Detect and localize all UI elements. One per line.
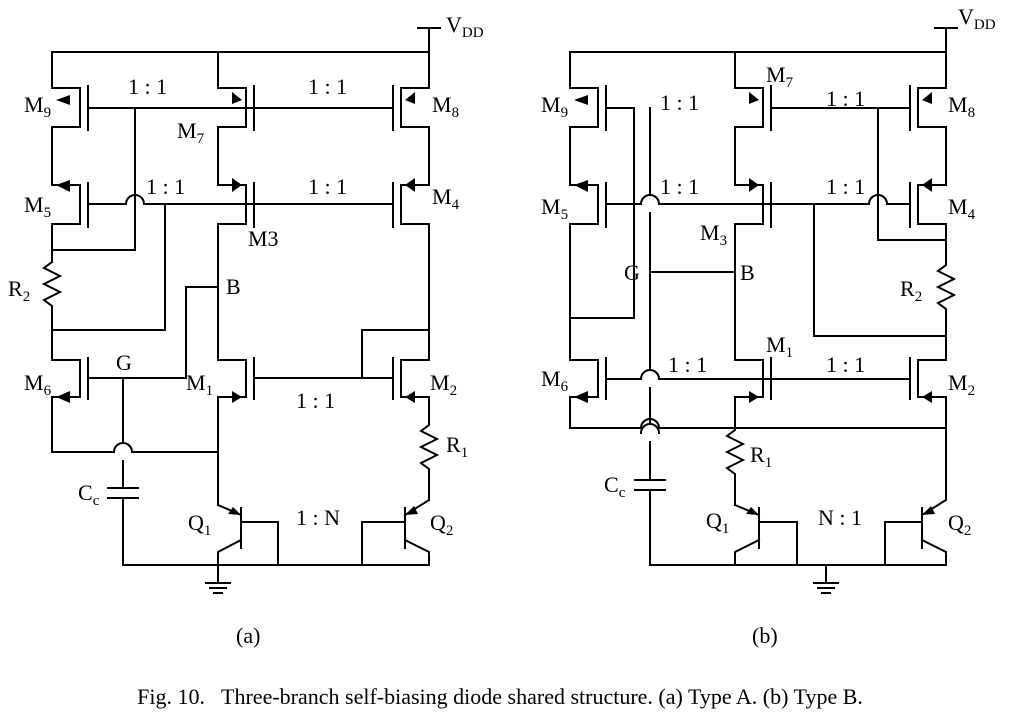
ratio-m3-m4: 1 : 1 [308, 174, 347, 199]
m7-label: M7 [766, 62, 794, 91]
panel-b-label: (b) [752, 623, 778, 648]
m6-label: M6 [541, 366, 569, 395]
m2-label: M2 [430, 370, 457, 399]
node-b-label: B [226, 274, 241, 299]
q2-label: Q2 [430, 510, 453, 539]
m9-label: M9 [541, 92, 568, 121]
figure-caption: Fig. 10. Three-branch self-biasing diode… [137, 684, 863, 709]
m3-label: M3 [700, 220, 727, 249]
ratio-m7-m8: 1 : 1 [826, 86, 865, 111]
m5-label: M5 [541, 194, 568, 223]
m1-label: M1 [766, 332, 793, 361]
ratio-m7-m8: 1 : 1 [308, 74, 347, 99]
r2-label: R2 [900, 276, 922, 305]
node-b-label: B [740, 260, 755, 285]
m3-label: M3 [248, 226, 279, 251]
ratio-m9-m7: 1 : 1 [128, 74, 167, 99]
m4-label: M4 [432, 184, 460, 213]
ratio-m3-m4: 1 : 1 [826, 174, 865, 199]
cc-label: Cc [604, 472, 626, 501]
ratio-q2-q1: N : 1 [818, 505, 862, 530]
node-g-label: G [624, 260, 640, 285]
m6-label: M6 [24, 370, 52, 399]
ratio-m5: 1 : 1 [660, 174, 699, 199]
ratio-q1-q2: 1 : N [296, 505, 340, 530]
ratio-m6: 1 : 1 [668, 352, 707, 377]
cc-label: Cc [78, 480, 100, 509]
panel-a: VDD M9 1 : 1 M7 1 : 1 M8 M5 1 : 1 1 : 1 … [8, 12, 484, 648]
m7-label: M7 [177, 118, 205, 147]
m5-label: M5 [24, 192, 51, 221]
m4-label: M4 [948, 194, 976, 223]
m8-label: M8 [948, 92, 975, 121]
r1-label: R1 [446, 432, 468, 461]
m8-label: M8 [432, 92, 459, 121]
ratio-m1-m2: 1 : 1 [826, 352, 865, 377]
ratio-m9: 1 : 1 [660, 90, 699, 115]
vdd-label: VDD [446, 12, 484, 41]
vdd-label: VDD [958, 4, 996, 33]
ratio-m1-m2: 1 : 1 [296, 388, 335, 413]
q1-label: Q1 [706, 508, 729, 537]
q2-label: Q2 [948, 510, 971, 539]
panel-a-label: (a) [236, 623, 260, 648]
ratio-m5-m3: 1 : 1 [146, 174, 185, 199]
r2-label: R2 [8, 276, 30, 305]
m9-label: M9 [24, 92, 51, 121]
node-g-label: G [116, 350, 132, 375]
q1-label: Q1 [188, 510, 211, 539]
panel-b: VDD M9 1 : 1 M7 1 : 1 M8 M5 1 : 1 1 : 1 … [541, 4, 996, 648]
m1-label: M1 [186, 370, 213, 399]
m2-label: M2 [948, 370, 975, 399]
r1-label: R1 [750, 442, 772, 471]
